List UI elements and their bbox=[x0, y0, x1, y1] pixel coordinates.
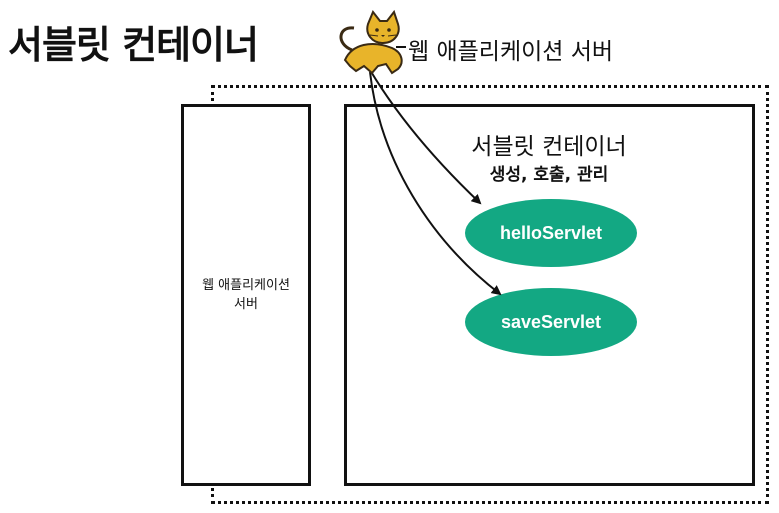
hello-servlet-label: helloServlet bbox=[499, 222, 603, 243]
tomcat-tail bbox=[339, 26, 355, 52]
arrow-to-save-servlet bbox=[369, 71, 502, 296]
save-servlet-label: saveServlet bbox=[500, 311, 602, 332]
tomcat-eye-left bbox=[375, 28, 379, 32]
was-label-line1: 웹 애플리케이션 bbox=[202, 278, 290, 293]
tomcat-head bbox=[366, 9, 400, 45]
tomcat-label: 웹 애플리케이션 서버 bbox=[408, 39, 614, 65]
tomcat-eye-right bbox=[387, 28, 391, 32]
tomcat-nose bbox=[381, 35, 385, 37]
web-application-server-box: 웹 애플리케이션 서버 bbox=[181, 104, 311, 486]
hello-servlet-node: helloServlet bbox=[465, 199, 637, 267]
arrow-to-hello-servlet bbox=[369, 69, 482, 205]
save-servlet-node: saveServlet bbox=[465, 288, 637, 356]
servlet-container-subtitle: 생성, 호출, 관리 bbox=[489, 165, 609, 185]
tomcat-body bbox=[343, 43, 403, 75]
servlet-container-title: 서블릿 컨테이너 bbox=[471, 134, 627, 160]
was-label-line2: 서버 bbox=[234, 297, 258, 312]
page-title: 서블릿 컨테이너 bbox=[8, 23, 259, 67]
